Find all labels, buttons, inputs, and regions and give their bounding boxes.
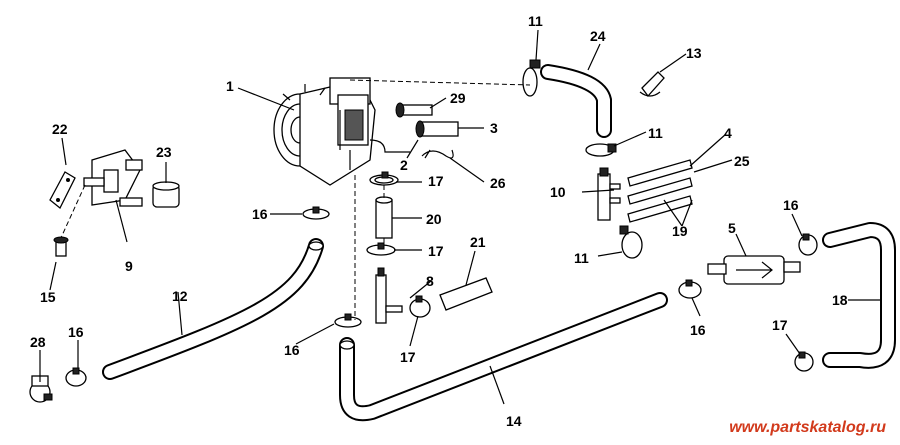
- clip-26: [421, 149, 454, 159]
- callout-4: 4: [724, 125, 732, 141]
- leader-lines: [39, 29, 882, 405]
- gasket-22: [49, 171, 76, 210]
- callout-29: 29: [450, 90, 466, 106]
- clamp-16-d: [678, 279, 702, 299]
- hose-18: [822, 222, 896, 369]
- hose-clip-11-c: [619, 225, 643, 259]
- callout-15: 15: [40, 289, 56, 305]
- callout-labels: 1 2 3 4 5 8 9 10 11 11 11 12 13 14 15 16…: [30, 13, 848, 429]
- callout-20: 20: [426, 211, 442, 227]
- tube-20: [375, 196, 393, 239]
- callout-16-b: 16: [284, 342, 300, 358]
- callout-22: 22: [52, 121, 68, 137]
- clamp-17-a: [369, 171, 399, 186]
- callout-21: 21: [470, 234, 486, 250]
- callout-2: 2: [400, 157, 408, 173]
- callout-24: 24: [590, 28, 606, 44]
- watermark-text: www.partskatalog.ru: [729, 419, 886, 436]
- hose-14: [339, 292, 668, 422]
- callout-17-b: 17: [428, 243, 444, 259]
- callout-16-d: 16: [690, 322, 706, 338]
- clamp-17-b: [366, 242, 396, 256]
- callout-14: 14: [506, 413, 522, 429]
- clip-13: [639, 71, 665, 98]
- tube-21: [439, 277, 493, 311]
- callout-13: 13: [686, 45, 702, 61]
- hose-24: [540, 64, 612, 138]
- callout-26: 26: [490, 175, 506, 191]
- fuel-pump-1: [273, 77, 410, 186]
- clamp-16-b: [334, 313, 362, 328]
- callout-16-a: 16: [252, 206, 268, 222]
- connector-28: [29, 375, 53, 403]
- clamp-16-f: [794, 351, 814, 372]
- callout-17-c: 17: [400, 349, 416, 365]
- fuel-filter-5: [707, 255, 801, 285]
- cap-23: [152, 181, 180, 208]
- callout-9: 9: [125, 258, 133, 274]
- check-valve-3: [415, 120, 459, 138]
- screw-15: [53, 236, 69, 257]
- callout-11-b: 11: [648, 125, 663, 141]
- callout-11-a: 11: [528, 13, 543, 29]
- clamp-16-c: [65, 367, 87, 387]
- callout-16-c: 16: [68, 324, 84, 340]
- fitting-8: [375, 267, 403, 324]
- connector-29: [395, 102, 433, 118]
- callout-1: 1: [226, 78, 234, 94]
- clamp-16-e: [798, 233, 818, 256]
- hose-12: [102, 238, 324, 380]
- callout-11-c: 11: [574, 250, 589, 266]
- callout-8: 8: [426, 273, 434, 289]
- clamp-16-a: [302, 206, 330, 220]
- callout-28: 28: [30, 334, 46, 350]
- callout-25: 25: [734, 153, 750, 169]
- clamp-17-c: [409, 295, 431, 318]
- valve-assembly-9: [59, 149, 143, 241]
- hose-sections-4: [627, 159, 693, 223]
- callout-16-e: 16: [783, 197, 799, 213]
- hose-clip-11-a: [522, 59, 541, 97]
- callout-10: 10: [550, 184, 566, 200]
- callout-5: 5: [728, 220, 736, 236]
- hose-clip-11-b: [585, 143, 617, 157]
- callout-23: 23: [156, 144, 172, 160]
- dashed-routing: [349, 79, 531, 320]
- callout-18: 18: [832, 292, 848, 308]
- callout-17-a: 17: [428, 173, 444, 189]
- callout-3: 3: [490, 120, 498, 136]
- connector-10: [597, 167, 621, 221]
- callout-16-f: 17: [772, 317, 788, 333]
- callout-19: 19: [672, 223, 688, 239]
- callout-12: 12: [172, 288, 188, 304]
